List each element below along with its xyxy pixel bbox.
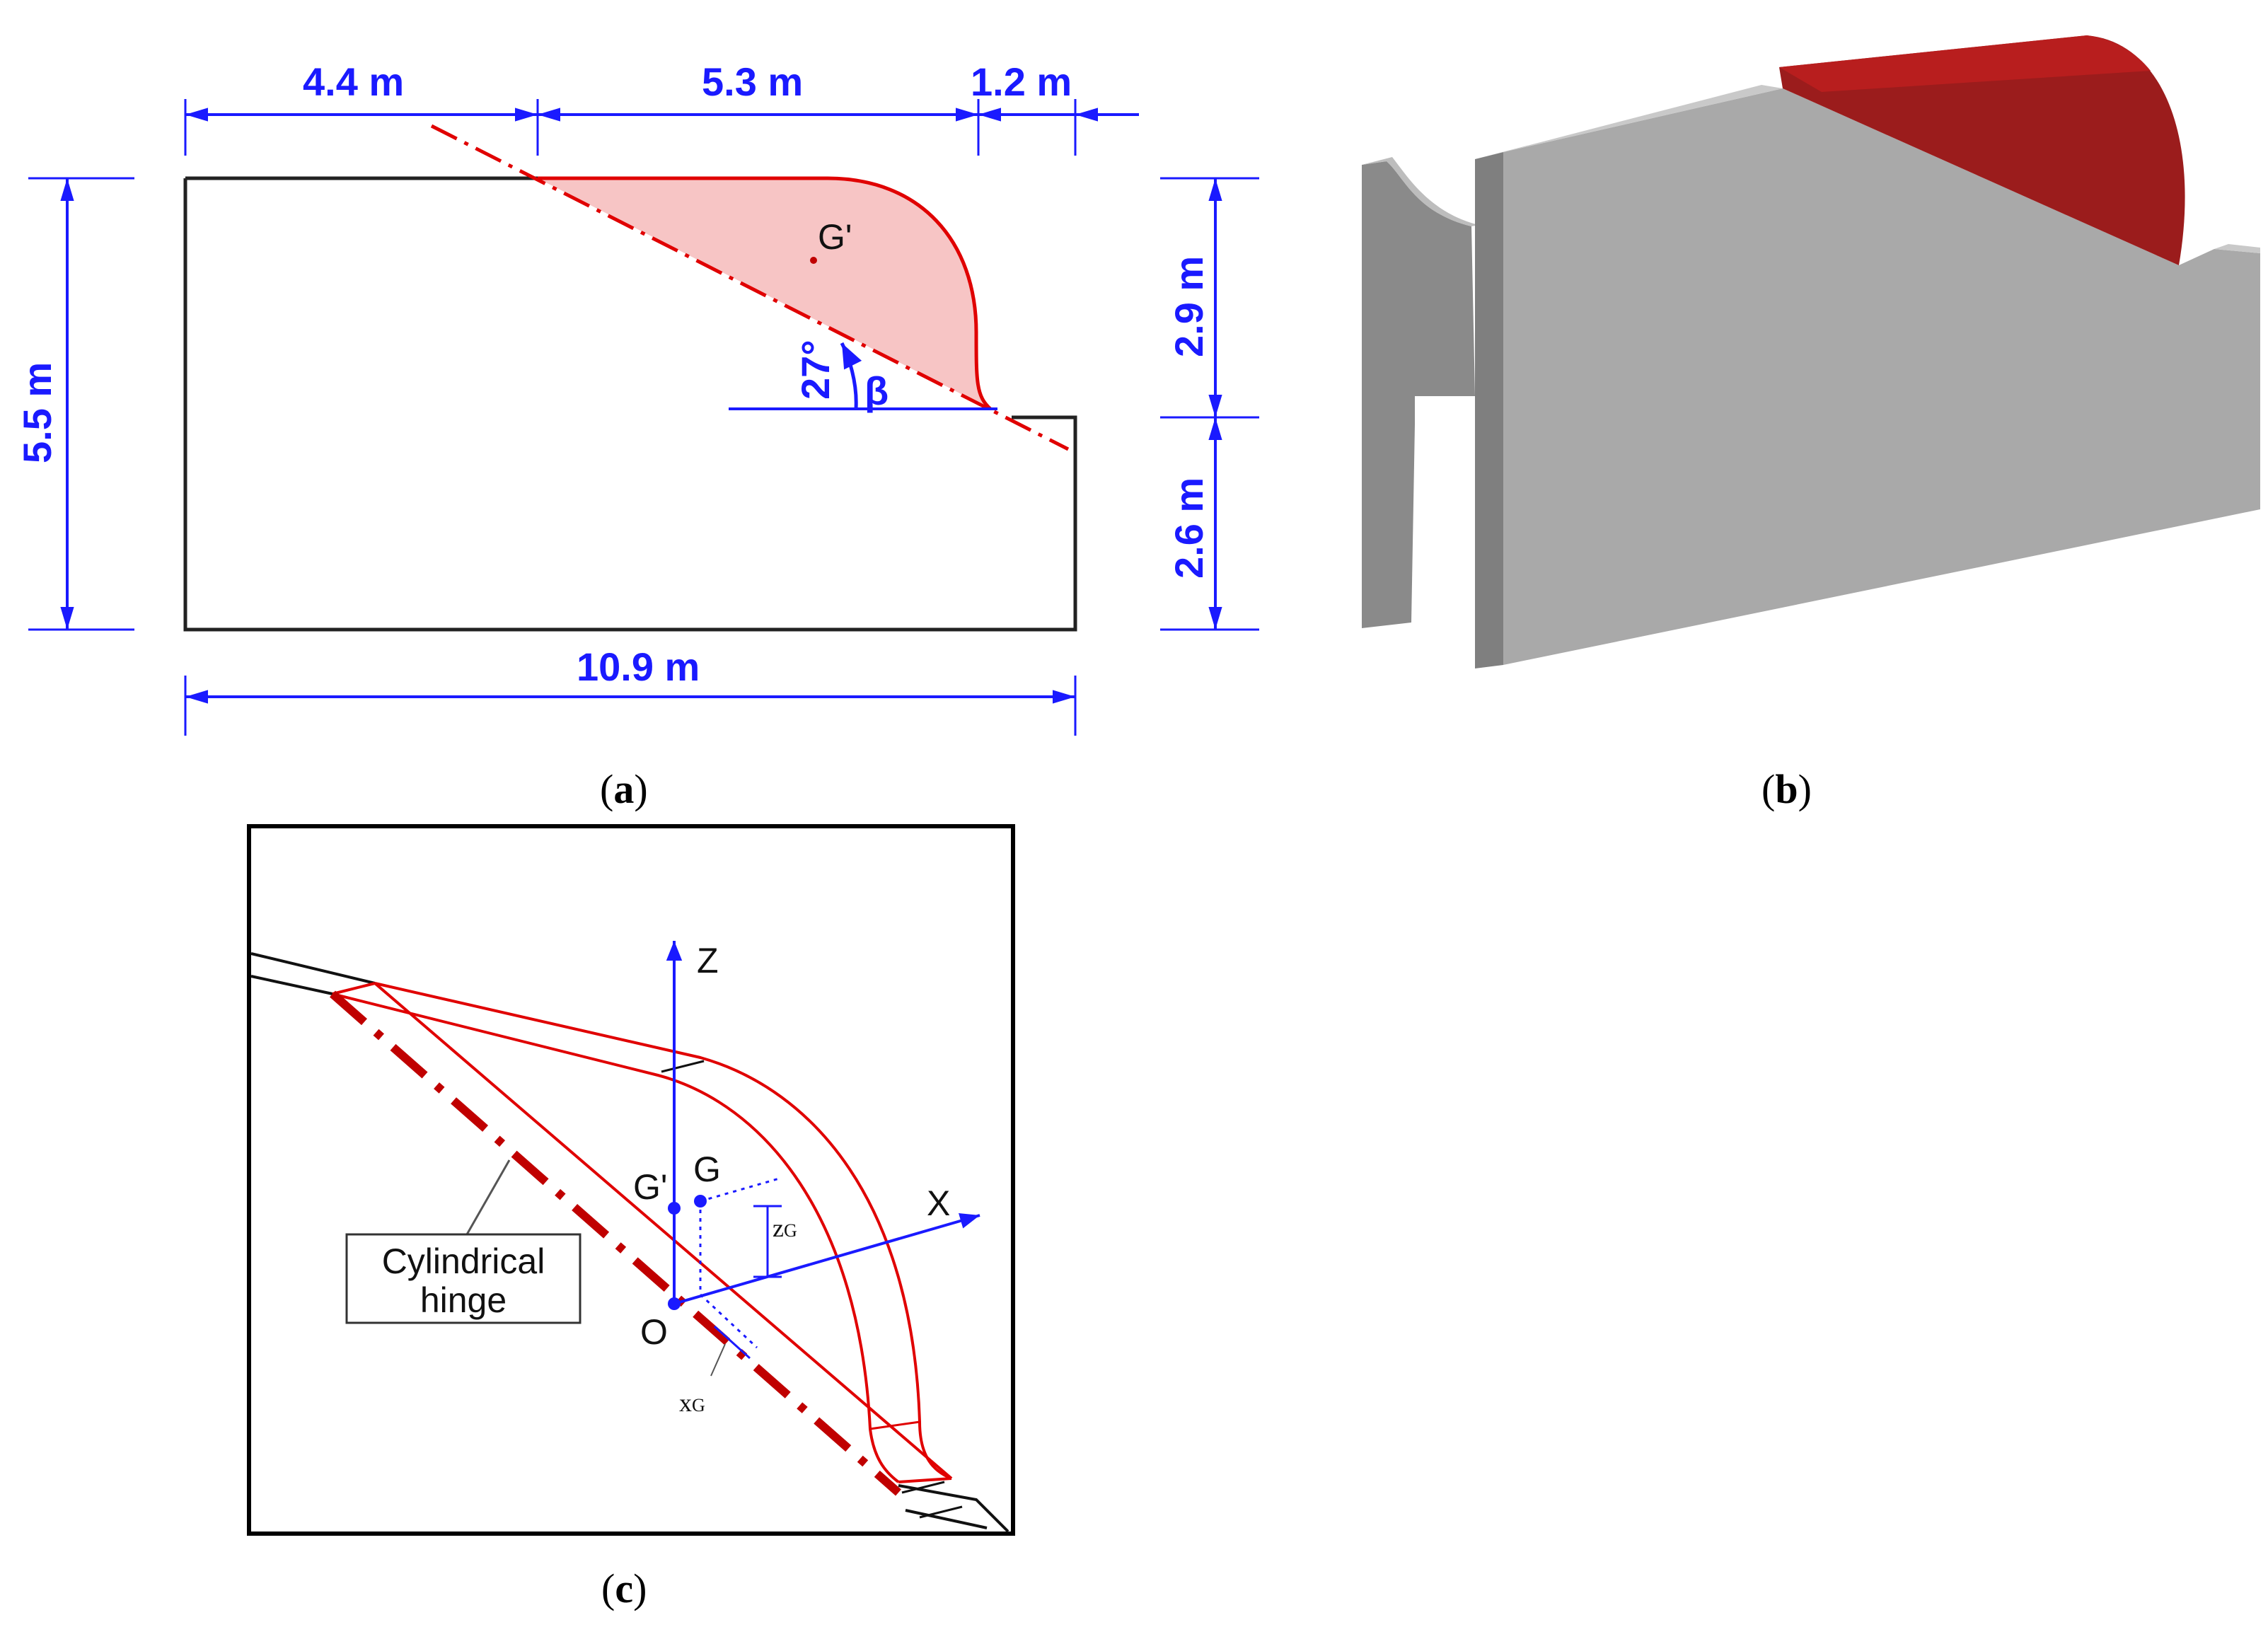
label-origin: O: [640, 1312, 668, 1352]
xg-dim-line: [713, 1325, 751, 1360]
x-axis: [673, 1213, 980, 1305]
panel-b: (b): [1362, 35, 2260, 812]
slab-outline: [183, 178, 1077, 632]
caption-c: (c): [601, 1565, 647, 1611]
hinge-label-line2: hinge: [420, 1280, 507, 1320]
red-sliding-block: [1779, 35, 2185, 265]
block-top-edge: [1475, 85, 1783, 159]
block-side-face: [1475, 152, 1503, 668]
hatch-mark: [901, 1481, 945, 1494]
axis-z-label: Z: [697, 941, 719, 980]
block-outline-front: [332, 992, 900, 1483]
dim-height-total: 5.5 m: [15, 362, 59, 463]
xg-label: xG: [679, 1389, 705, 1417]
dim-top-right: 1.2 m: [971, 59, 1072, 104]
hinge-label-line1: Cylindrical: [382, 1241, 545, 1281]
angle-arc: [840, 342, 862, 410]
hinge-callout-box: [345, 1233, 582, 1324]
slab-surface-left: [250, 952, 376, 985]
hatch-mark: [919, 1505, 963, 1519]
dim-width-total: 10.9 m: [577, 644, 700, 689]
slab-surface-right: [898, 1484, 1009, 1533]
flange-back: [1362, 161, 1475, 628]
label-g: G: [693, 1150, 721, 1189]
block-front-bottom: [898, 1477, 952, 1483]
block-side-edge: [869, 1420, 920, 1430]
dim-height-lower: 2.6 m: [1167, 477, 1211, 579]
slab-surface-left-2: [250, 975, 333, 995]
angle-symbol: β: [864, 369, 889, 413]
block-slip-edge: [374, 982, 953, 1480]
point-g-prime: [668, 1202, 681, 1215]
panel-a: G' 27° β 4.4 m 5.3 m 1.2 m 5.5 m 2.9 m 2…: [15, 59, 1259, 812]
panel-c: Z X G' G O zG xG Cylindrical hinge (c): [247, 824, 1015, 1611]
centroid-point: [810, 257, 817, 264]
dim-top-left: 4.4 m: [303, 59, 404, 104]
flange-back-top: [1362, 157, 1479, 226]
dim-height-upper: 2.9 m: [1167, 256, 1211, 357]
cylindrical-hinge-line: [330, 990, 901, 1496]
label-g-prime: G': [633, 1167, 667, 1207]
centroid-label: G': [818, 217, 852, 257]
xg-pointer: [710, 1343, 726, 1377]
panel-c-frame: [247, 824, 1015, 1536]
angle-value: 27°: [793, 340, 838, 400]
block-right-step: [2214, 244, 2260, 253]
slab-surface-right-2: [905, 1509, 988, 1529]
zg-label: zG: [773, 1214, 797, 1242]
proj-g-axis: [700, 1176, 782, 1203]
point-origin: [668, 1297, 681, 1310]
slip-line: [430, 124, 1070, 451]
block-edge-top: [332, 982, 376, 995]
dim-top-mid: 5.3 m: [702, 59, 803, 104]
caption-a: (a): [600, 766, 648, 812]
red-block-top: [1779, 35, 2151, 92]
block-front-face: [1503, 88, 2260, 665]
hatch-mark: [661, 1060, 705, 1073]
axis-x-label: X: [927, 1183, 950, 1223]
hinge-callout-leader: [465, 1159, 511, 1235]
caption-b: (b): [1761, 766, 1812, 812]
sliding-block-edge: [538, 176, 992, 410]
